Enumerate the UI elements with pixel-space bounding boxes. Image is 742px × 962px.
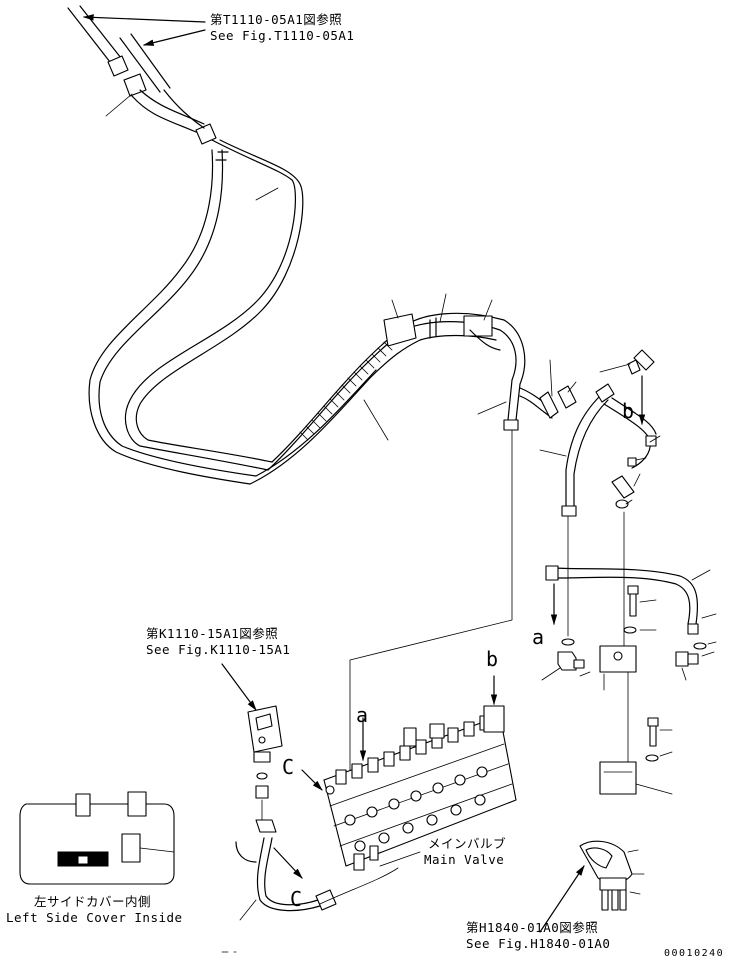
left-reference-jp: 第K1110-15A1図参照 <box>146 626 278 641</box>
main-valve <box>323 705 517 871</box>
mark-c-left: C <box>290 887 302 911</box>
right-piping: b a <box>532 349 717 795</box>
bottom-right-reference-en: See Fig.H1840-01A0 <box>466 936 610 951</box>
left-cover-label-en: Left Side Cover Inside <box>6 910 183 925</box>
solenoid-assembly: 第H1840-01A0図参照 See Fig.H1840-01A0 <box>466 840 645 951</box>
mark-a-right: a <box>532 625 544 649</box>
left-side-cover: 左サイドカバー内側 Left Side Cover Inside <box>6 791 183 925</box>
top-reference-en: See Fig.T1110-05A1 <box>210 28 354 43</box>
mark-a-valve: a <box>356 703 368 727</box>
main-valve-label-jp: メインバルブ <box>428 836 506 851</box>
upper-hose-pair <box>67 5 304 485</box>
top-reference: 第T1110-05A1図参照 See Fig.T1110-05A1 <box>82 12 354 46</box>
left-cover-label-jp: 左サイドカバー内側 <box>34 894 151 909</box>
center-hose-bundle <box>249 293 577 485</box>
main-valve-label-en: Main Valve <box>424 852 504 867</box>
left-reference-en: See Fig.K1110-15A1 <box>146 642 290 657</box>
main-valve-marks: a b C メインバルブ Main Valve <box>282 647 506 867</box>
top-reference-jp: 第T1110-05A1図参照 <box>210 12 342 27</box>
drawing-number: 00010240 <box>664 948 724 959</box>
mark-c-valve: C <box>282 755 294 779</box>
mark-b-valve: b <box>486 647 498 671</box>
mark-b-right: b <box>622 399 634 423</box>
pressure-switch-assembly: 第K1110-15A1図参照 See Fig.K1110-15A1 C <box>146 626 399 953</box>
pilot-line <box>349 429 513 771</box>
bottom-right-reference-jp: 第H1840-01A0図参照 <box>466 920 598 935</box>
